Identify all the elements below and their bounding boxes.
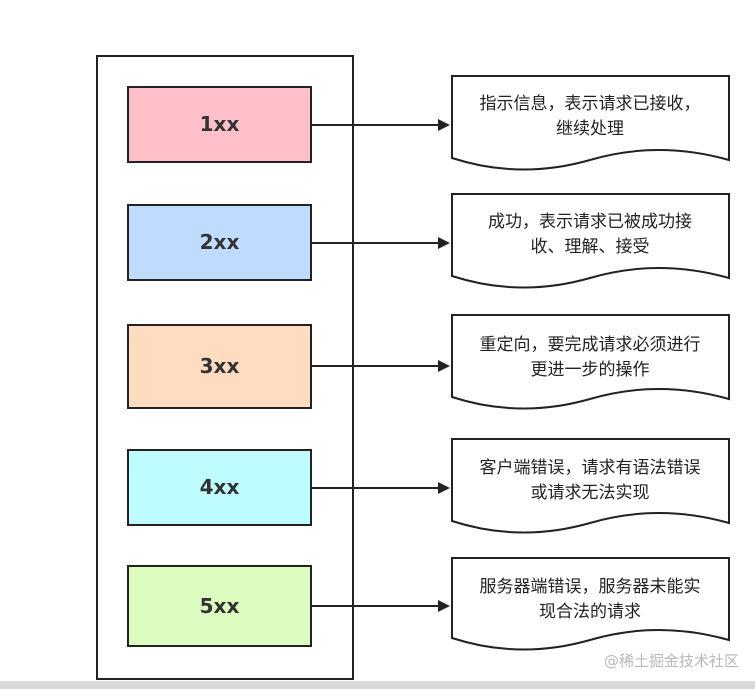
status-box-5xx (127, 565, 312, 647)
row-1xx: 1xx 指示信息，表示请求已接收， 继续处理 (127, 75, 730, 171)
status-box-3xx (127, 324, 312, 409)
description-4xx-line1: 客户端错误，请求有语法错误 (480, 458, 701, 478)
description-2xx-line1: 成功，表示请求已被成功接 (488, 212, 692, 232)
status-box-2xx (127, 204, 312, 281)
description-5xx-line1: 服务器端错误，服务器未能实 (480, 577, 701, 597)
description-3xx-line1: 重定向，要完成请求必须进行 (480, 335, 701, 355)
description-box-2xx (451, 193, 730, 289)
status-box-1xx (127, 86, 312, 163)
description-box-3xx (451, 314, 730, 410)
description-5xx-line2: 现合法的请求 (539, 602, 641, 622)
status-code-2xx: 2xx (200, 230, 240, 254)
status-code-3xx: 3xx (200, 354, 240, 378)
description-box-5xx (451, 557, 730, 651)
description-2xx-line2: 收、理解、接受 (531, 237, 650, 257)
status-code-1xx: 1xx (200, 112, 240, 136)
row-4xx: 4xx 客户端错误，请求有语法错误 或请求无法实现 (127, 438, 730, 534)
watermark-text: @稀土掘金技术社区 (603, 652, 739, 670)
status-code-4xx: 4xx (200, 475, 240, 499)
row-2xx: 2xx 成功，表示请求已被成功接 收、理解、接受 (127, 193, 730, 289)
description-4xx-line2: 或请求无法实现 (531, 483, 650, 503)
description-3xx-line2: 更进一步的操作 (531, 360, 650, 380)
row-3xx: 3xx 重定向，要完成请求必须进行 更进一步的操作 (127, 314, 730, 410)
row-5xx: 5xx 服务器端错误，服务器未能实 现合法的请求 (127, 557, 730, 651)
bottom-strip (0, 681, 755, 689)
description-box-1xx (451, 75, 730, 171)
status-code-5xx: 5xx (200, 594, 240, 618)
description-1xx-line1: 指示信息，表示请求已接收， (480, 94, 701, 114)
outer-container (96, 55, 354, 680)
description-box-4xx (451, 438, 730, 534)
description-1xx-line2: 继续处理 (556, 119, 624, 139)
